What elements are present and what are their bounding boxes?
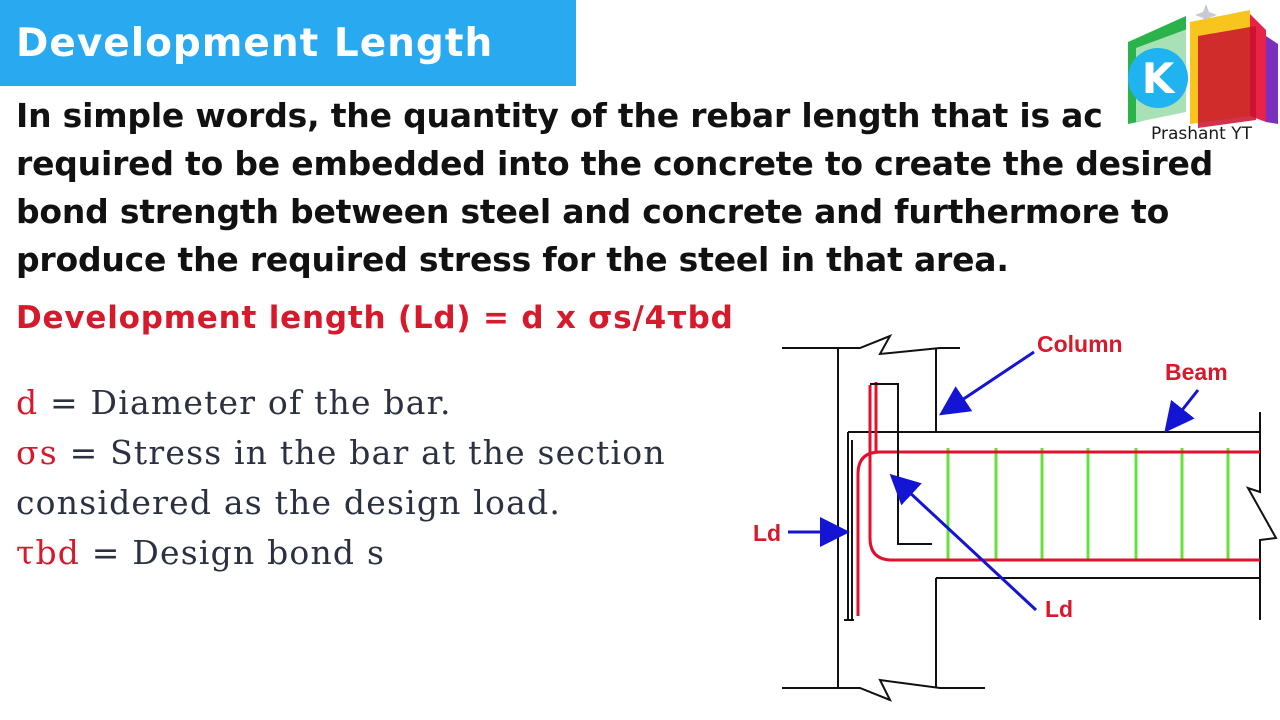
intro-line: In simple words, the quantity of the reb… [16,96,1103,135]
logo-circle [1128,48,1188,108]
definition-symbol: d [16,383,39,422]
diagram-svg [782,334,1278,702]
beam-outline [848,412,1278,620]
ld-right-label: Ld [1045,596,1074,622]
definition-text: = Design bond s [80,533,386,572]
intro-line: produce the required stress for the stee… [16,240,1009,279]
definition-text: = Stress in the bar at the section [57,433,666,472]
logo-letter: K [1142,54,1176,103]
intro-paragraph: In simple words, the quantity of the reb… [16,92,1266,284]
definition-item: considered as the design load. [16,478,666,528]
column-rebars [844,383,932,621]
beam-column-diagram: Column Beam Ld Ld [740,320,1280,720]
beam-rebars [856,382,1260,616]
page-title: Development Length [16,20,494,66]
channel-logo: K [1128,4,1278,128]
definition-text: = Diameter of the bar. [38,383,452,422]
intro-line: bond strength between steel and concrete… [16,192,1170,231]
definition-item: τbd = Design bond s [16,528,666,578]
label-arrows [788,350,1200,612]
definition-text: considered as the design load. [16,483,562,522]
ld-left-label: Ld [753,520,782,546]
logo-caption: Prashant YT [1151,124,1253,144]
definition-item: σs = Stress in the bar at the section [16,428,666,478]
definition-symbol: τbd [16,533,81,572]
definition-item: d = Diameter of the bar. [16,378,666,428]
definitions-list: d = Diameter of the bar. σs = Stress in … [16,378,666,578]
intro-line: required to be embedded into the concret… [16,144,1214,183]
stirrups [946,448,1230,560]
column-label: Column [1037,331,1123,357]
title-banner: Development Length [0,0,576,86]
column-outline [782,334,985,702]
formula: Development length (Ld) = d x σs/4τbd [16,300,734,336]
definition-symbol: σs [16,433,58,472]
beam-label: Beam [1165,359,1228,385]
